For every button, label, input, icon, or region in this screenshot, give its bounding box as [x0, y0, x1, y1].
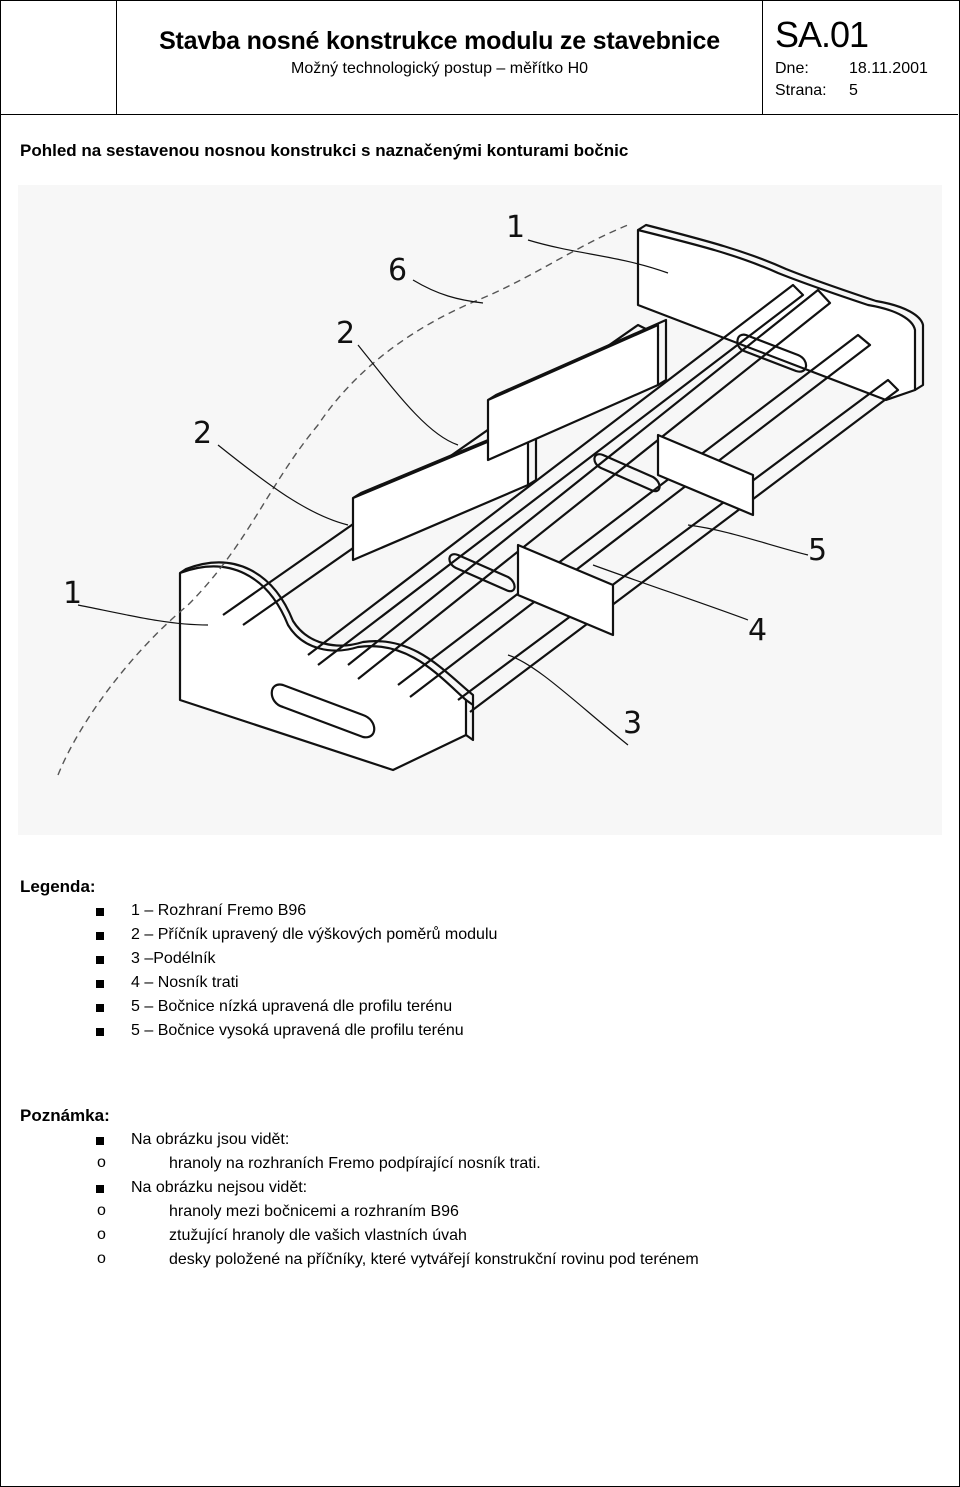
legend-item-text: 3 –Podélník [131, 950, 216, 967]
legend-item-text: 4 – Nosník trati [131, 974, 239, 991]
circle-bullet-icon: o [97, 1226, 106, 1243]
callout-5: 5 [808, 533, 827, 568]
notes-heading: Poznámka: [20, 1106, 110, 1125]
circle-bullet-icon: o [97, 1250, 106, 1267]
leader-lines [77, 239, 809, 746]
legend-item-text: 5 – Bočnice nízká upravená dle profilu t… [131, 998, 453, 1015]
meta-cell: SA.01 Dne: 18.11.2001 Strana: 5 [763, 0, 958, 114]
title-cell: Stavba nosné konstrukce modulu ze staveb… [117, 0, 763, 114]
legend-heading: Legenda: [20, 877, 96, 896]
visible-heading: Na obrázku jsou vidět: [131, 1131, 290, 1148]
legend-item-text: 1 – Rozhraní Fremo B96 [131, 902, 307, 919]
hidden-heading: Na obrázku nejsou vidět: [131, 1179, 308, 1196]
page-label: Strana: [775, 82, 827, 99]
title-block: Stavba nosné konstrukce modulu ze staveb… [0, 0, 958, 115]
callout-1-top: 1 [506, 210, 525, 245]
callout-3: 3 [623, 706, 642, 741]
legend-item-text: 2 – Příčník upravený dle výškových poměr… [131, 926, 498, 943]
callout-2-top: 2 [336, 316, 355, 351]
visible-item: hranoly na rozhraních Fremo podpírající … [169, 1155, 541, 1172]
callout-4: 4 [748, 613, 767, 648]
section-title: Pohled na sestavenou nosnou konstrukci s… [20, 141, 629, 160]
date-label: Dne: [775, 60, 809, 77]
document-code: SA.01 [775, 14, 869, 55]
callout-numbers: 1 6 2 2 1 5 4 3 [63, 210, 827, 741]
circle-bullet-icon: o [97, 1154, 106, 1171]
document-subtitle: Možný technologický postup – měřítko H0 [290, 60, 589, 77]
logo-cell [0, 0, 117, 114]
square-bullet-icon [96, 932, 104, 940]
square-bullet-icon [96, 1137, 104, 1145]
square-bullet-icon [96, 956, 104, 964]
document-title: Stavba nosné konstrukce modulu ze staveb… [159, 27, 720, 55]
hidden-item: ztužující hranoly dle vašich vlastních ú… [169, 1227, 467, 1244]
structure-lines [178, 223, 925, 772]
square-bullet-icon [96, 980, 104, 988]
callout-1-left: 1 [63, 576, 82, 611]
square-bullet-icon [96, 908, 104, 916]
square-bullet-icon [96, 1185, 104, 1193]
assembly-drawing: 1 6 2 2 1 5 4 3 [18, 185, 942, 835]
square-bullet-icon [96, 1004, 104, 1012]
callout-6: 6 [388, 253, 407, 288]
callout-2-left: 2 [193, 416, 212, 451]
legend-item-text: 5 – Bočnice vysoká upravená dle profilu … [131, 1022, 464, 1039]
circle-bullet-icon: o [97, 1202, 106, 1219]
hidden-item: desky položené na příčníky, které vytvář… [169, 1251, 699, 1268]
page-value: 5 [849, 82, 858, 99]
date-value: 18.11.2001 [849, 60, 928, 77]
square-bullet-icon [96, 1028, 104, 1036]
hidden-item: hranoly mezi bočnicemi a rozhraním B96 [169, 1203, 459, 1220]
